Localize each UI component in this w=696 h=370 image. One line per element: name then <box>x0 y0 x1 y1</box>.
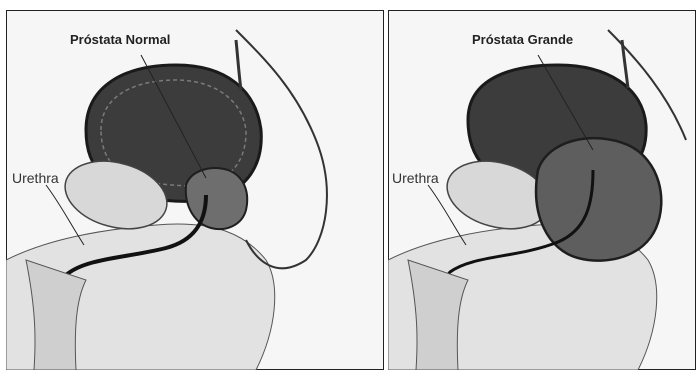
urethra-label-left: Urethra <box>12 170 59 186</box>
panel-enlarged-prostate: Próstata Grande Urethra <box>388 10 696 370</box>
panel-normal-prostate: Próstata Normal Urethra <box>6 10 384 370</box>
panel-title-normal: Próstata Normal <box>70 32 170 47</box>
anatomy-illustration-enlarged <box>388 10 696 370</box>
urethra-label-right: Urethra <box>392 170 439 186</box>
panel-title-enlarged: Próstata Grande <box>472 32 573 47</box>
anatomy-illustration-normal <box>6 10 384 370</box>
